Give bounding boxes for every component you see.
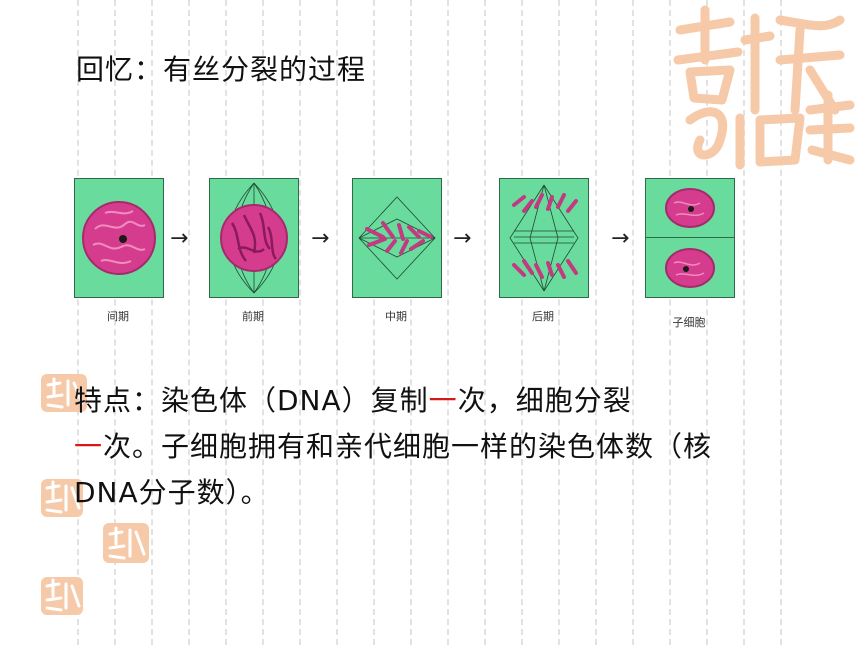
highlight-once-1: 一 <box>428 384 458 417</box>
decorative-stamp <box>41 479 83 517</box>
cell-daughter <box>645 178 735 298</box>
notebook-line <box>410 0 412 645</box>
arrow-icon: → <box>170 226 189 251</box>
notebook-line <box>632 0 634 645</box>
notebook-line <box>299 0 301 645</box>
notebook-line <box>373 0 375 645</box>
anaphase-illustration <box>509 184 579 292</box>
body-text-part: 次。子细胞拥有和亲代细胞一样的染色体数（核DNA分子数）。 <box>74 430 713 509</box>
characteristics-paragraph: 特点：染色体（DNA）复制一次，细胞分裂一次。子细胞拥有和亲代细胞一样的染色体数… <box>74 378 734 516</box>
notebook-line <box>484 0 486 645</box>
interphase-nucleus-illustration <box>82 201 156 275</box>
arrow-icon: → <box>611 226 630 251</box>
notebook-line <box>114 0 116 645</box>
notebook-line <box>780 0 782 645</box>
stage-label-prophase: 前期 <box>242 310 264 323</box>
notebook-line <box>262 0 264 645</box>
decorative-stamp <box>41 374 87 412</box>
notebook-line <box>151 0 153 645</box>
notebook-line <box>743 0 745 645</box>
cell-division-line <box>646 237 734 238</box>
metaphase-illustration <box>358 196 436 280</box>
cell-interphase <box>74 178 164 298</box>
highlight-once-2: 一 <box>74 430 104 463</box>
stage-label-interphase: 间期 <box>107 310 129 323</box>
arrow-icon: → <box>453 226 472 251</box>
notebook-line <box>669 0 671 645</box>
page-title: 回忆：有丝分裂的过程 <box>76 53 367 86</box>
notebook-line <box>225 0 227 645</box>
notebook-line <box>521 0 523 645</box>
decorative-stamp <box>103 523 149 563</box>
stage-label-anaphase: 后期 <box>532 310 554 323</box>
stage-label-metaphase: 中期 <box>385 310 407 323</box>
cell-metaphase <box>352 178 442 298</box>
prophase-spindle-illustration <box>220 182 288 294</box>
cell-anaphase <box>499 178 589 298</box>
arrow-icon: → <box>311 226 330 251</box>
notebook-line <box>188 0 190 645</box>
body-text-part: 次，细胞分裂 <box>457 384 632 417</box>
notebook-line <box>706 0 708 645</box>
notebook-line <box>447 0 449 645</box>
notebook-line <box>558 0 560 645</box>
notebook-line <box>336 0 338 645</box>
stage-label-daughter-cells: 子细胞 <box>672 316 706 329</box>
notebook-line <box>77 0 79 645</box>
notebook-line <box>595 0 597 645</box>
daughter-cells-illustration <box>665 188 715 288</box>
decorative-stamp <box>41 577 83 615</box>
cell-prophase <box>209 178 299 298</box>
decorative-calligraphy-seal <box>673 5 855 170</box>
body-text-part: 特点：染色体（DNA）复制 <box>74 384 429 417</box>
